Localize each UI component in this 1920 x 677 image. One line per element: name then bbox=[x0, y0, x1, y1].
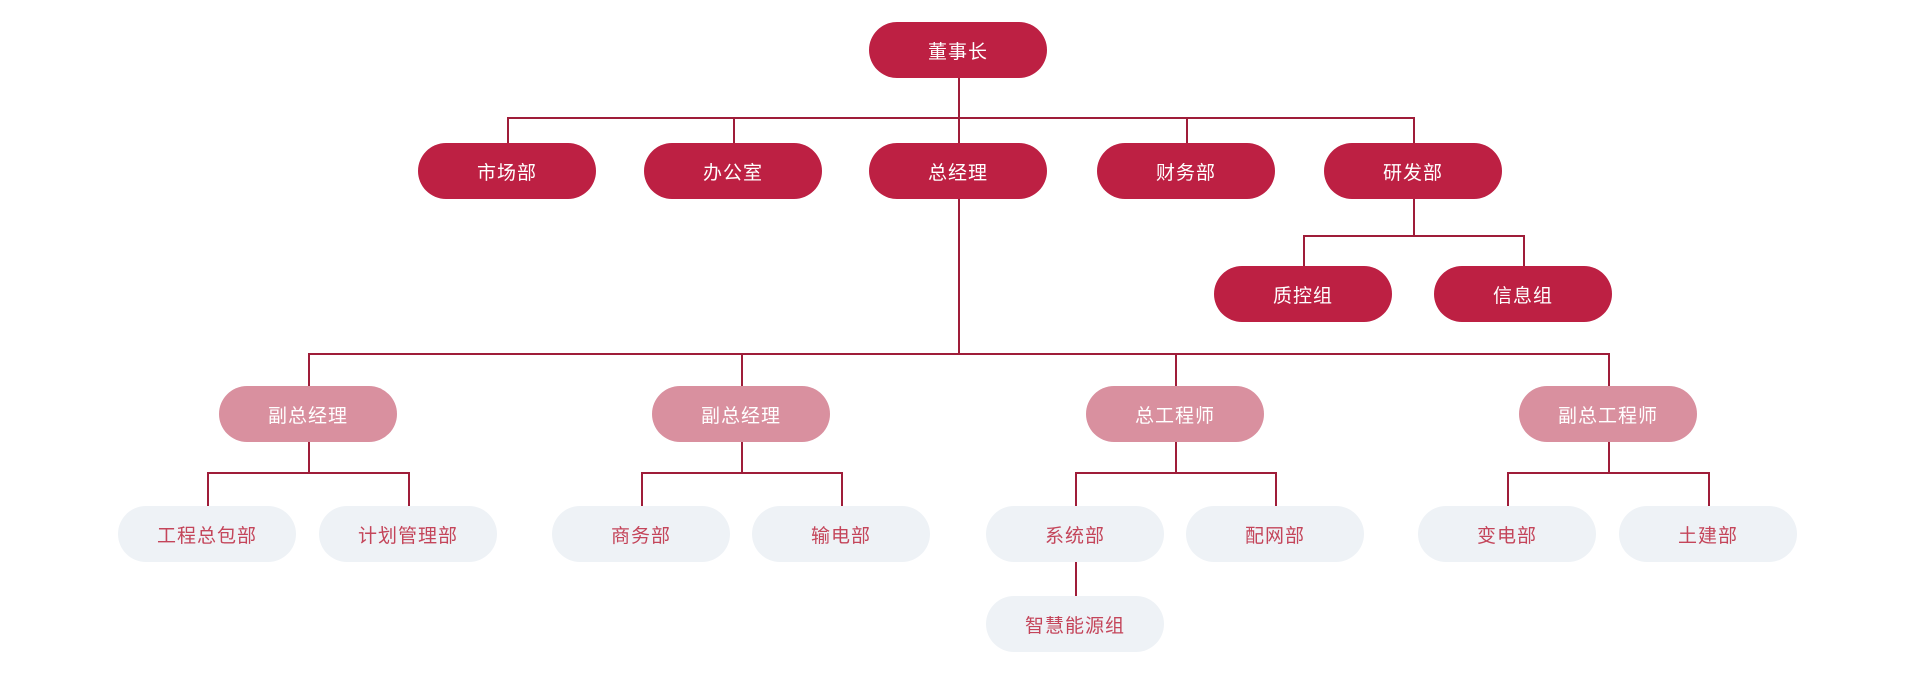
org-node-chairman: 董事长 bbox=[869, 22, 1047, 78]
org-node-general-manager: 总经理 bbox=[869, 143, 1047, 199]
org-node-label: 智慧能源组 bbox=[1024, 615, 1125, 637]
org-node-system-dept: 系统部 bbox=[986, 506, 1164, 562]
org-node-label: 系统部 bbox=[1044, 525, 1105, 547]
org-node-smart-energy-group: 智慧能源组 bbox=[986, 596, 1164, 652]
org-node-label: 变电部 bbox=[1476, 525, 1537, 547]
connector-line-vertical bbox=[1075, 562, 1077, 596]
org-node-label: 商务部 bbox=[610, 525, 671, 547]
org-node-label: 总工程师 bbox=[1134, 405, 1215, 427]
org-node-office: 办公室 bbox=[644, 143, 822, 199]
org-node-label: 质控组 bbox=[1272, 285, 1333, 307]
connector-line-vertical bbox=[1175, 442, 1177, 472]
org-node-transmission-dept: 输电部 bbox=[752, 506, 930, 562]
connector-line-vertical bbox=[1413, 117, 1415, 143]
org-node-information-group: 信息组 bbox=[1434, 266, 1612, 322]
org-node-label: 计划管理部 bbox=[357, 525, 458, 547]
org-node-epc-dept: 工程总包部 bbox=[118, 506, 296, 562]
org-node-label: 配网部 bbox=[1244, 525, 1305, 547]
org-node-label: 信息组 bbox=[1492, 285, 1553, 307]
connector-line-vertical bbox=[841, 472, 843, 506]
connector-line-vertical bbox=[1275, 472, 1277, 506]
connector-line-vertical bbox=[507, 117, 509, 143]
org-node-rnd-dept: 研发部 bbox=[1324, 143, 1502, 199]
connector-line-vertical bbox=[1507, 472, 1509, 506]
org-node-label: 副总经理 bbox=[267, 405, 348, 427]
connector-line-vertical bbox=[741, 442, 743, 472]
connector-line-vertical bbox=[1075, 472, 1077, 506]
connector-line-vertical bbox=[408, 472, 410, 506]
connector-line-vertical bbox=[308, 353, 310, 386]
org-node-label: 市场部 bbox=[476, 162, 537, 184]
org-node-label: 副总经理 bbox=[700, 405, 781, 427]
connector-line-vertical bbox=[1523, 235, 1525, 266]
connector-line-vertical bbox=[641, 472, 643, 506]
org-node-chief-engineer: 总工程师 bbox=[1086, 386, 1264, 442]
org-node-deputy-gm-1: 副总经理 bbox=[219, 386, 397, 442]
connector-line-vertical bbox=[1186, 117, 1188, 143]
connector-line-vertical bbox=[958, 117, 960, 143]
org-node-distribution-dept: 配网部 bbox=[1186, 506, 1364, 562]
org-node-planning-dept: 计划管理部 bbox=[319, 506, 497, 562]
org-node-finance-dept: 财务部 bbox=[1097, 143, 1275, 199]
org-node-deputy-chief-engineer: 副总工程师 bbox=[1519, 386, 1697, 442]
connector-line-vertical bbox=[958, 78, 960, 117]
org-node-label: 研发部 bbox=[1382, 162, 1443, 184]
connector-line-vertical bbox=[958, 199, 960, 353]
org-node-label: 董事长 bbox=[927, 41, 988, 63]
org-node-label: 财务部 bbox=[1155, 162, 1216, 184]
connector-line-vertical bbox=[1708, 472, 1710, 506]
connector-line-horizontal bbox=[1507, 472, 1708, 474]
connector-line-horizontal bbox=[1075, 472, 1275, 474]
connector-line-vertical bbox=[308, 442, 310, 472]
connector-line-vertical bbox=[1303, 235, 1305, 266]
connector-line-vertical bbox=[1413, 199, 1415, 235]
org-node-label: 工程总包部 bbox=[156, 525, 257, 547]
connector-line-horizontal bbox=[207, 472, 408, 474]
connector-line-horizontal bbox=[308, 353, 1608, 355]
org-node-substation-dept: 变电部 bbox=[1418, 506, 1596, 562]
org-node-quality-control-group: 质控组 bbox=[1214, 266, 1392, 322]
org-node-deputy-gm-2: 副总经理 bbox=[652, 386, 830, 442]
connector-line-vertical bbox=[1608, 442, 1610, 472]
org-node-marketing-dept: 市场部 bbox=[418, 143, 596, 199]
org-node-civil-dept: 土建部 bbox=[1619, 506, 1797, 562]
org-node-label: 总经理 bbox=[927, 162, 988, 184]
org-node-label: 副总工程师 bbox=[1557, 405, 1658, 427]
connector-line-vertical bbox=[207, 472, 209, 506]
org-node-label: 土建部 bbox=[1677, 525, 1738, 547]
org-node-business-dept: 商务部 bbox=[552, 506, 730, 562]
connector-line-vertical bbox=[741, 353, 743, 386]
connector-line-horizontal bbox=[1303, 235, 1523, 237]
connector-line-vertical bbox=[1608, 353, 1610, 386]
connector-line-horizontal bbox=[641, 472, 841, 474]
org-node-label: 办公室 bbox=[702, 162, 763, 184]
connector-line-horizontal bbox=[507, 117, 1413, 119]
org-node-label: 输电部 bbox=[810, 525, 871, 547]
connector-line-vertical bbox=[1175, 353, 1177, 386]
connector-line-vertical bbox=[733, 117, 735, 143]
